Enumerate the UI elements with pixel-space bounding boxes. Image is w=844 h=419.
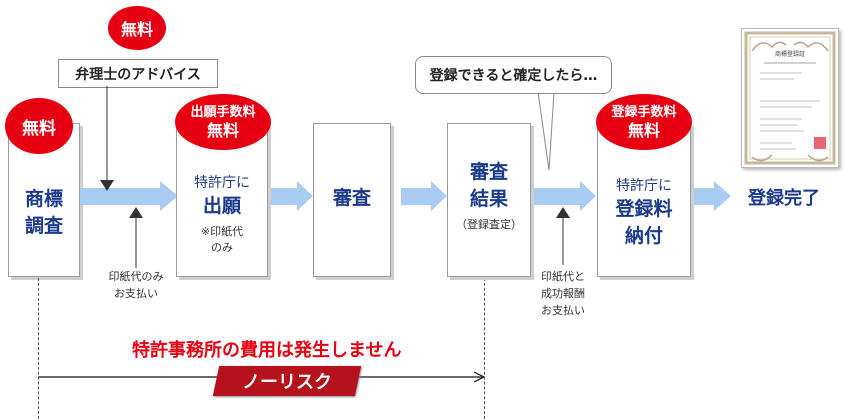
- step-exam-result: 審査 結果 （登録査定）: [447, 123, 531, 277]
- flow-arrow-1: [80, 181, 178, 211]
- speech-bubble-text: 登録できると確定したら…: [429, 68, 598, 84]
- badge-free-search-text: 無料: [22, 118, 56, 139]
- step-filing: 特許庁に 出願 ※印紙代 のみ: [176, 123, 268, 277]
- step-registration-fee-line1: 特許庁に: [616, 178, 672, 194]
- no-risk-tag-text: ノーリスク: [242, 372, 332, 393]
- flow-arrow-2: [267, 181, 313, 211]
- badge-filing-free-text: 無料: [206, 121, 239, 140]
- certificate-illustration: [744, 31, 836, 165]
- badge-filing-fee-text: 出願手数料: [190, 105, 256, 120]
- badge-free-advice: 無料: [108, 6, 166, 50]
- payment-note-stamp-only: 印紙代のみ お支払い: [96, 268, 176, 302]
- advice-label: 弁理士のアドバイス: [75, 66, 201, 83]
- timeline-dashed-left: [38, 278, 39, 419]
- step-examination-label: 審査: [332, 186, 371, 209]
- payment-note-success-fee-line3: お支払い: [541, 304, 585, 317]
- flow-arrow-4: [532, 181, 596, 211]
- badge-registration-fee-text: 登録手数料: [611, 105, 677, 120]
- badge-registration-free-text: 無料: [627, 121, 660, 140]
- badge-registration-fee-free: 登録手数料 無料: [596, 94, 692, 150]
- step-registration-fee-line3: 納付: [624, 225, 663, 247]
- payment-note-success-fee: 印紙代と 成功報酬 お支払い: [528, 268, 598, 319]
- step-exam-result-line1: 審査: [469, 161, 508, 183]
- payment-note-stamp-only-line1: 印紙代のみ: [108, 270, 164, 283]
- no-risk-tag: ノーリスク: [212, 366, 362, 396]
- badge-free-search: 無料: [5, 98, 73, 154]
- step-registration-fee-line2: 登録料: [615, 198, 673, 220]
- payment-note-success-fee-line2: 成功報酬: [541, 287, 585, 300]
- speech-bubble: 登録できると確定したら…: [415, 56, 612, 94]
- registration-complete-label: 登録完了: [748, 188, 820, 209]
- payment-up-arrow-1: [129, 207, 143, 268]
- payment-note-stamp-only-line2: お支払い: [114, 287, 158, 300]
- step-filing-note1: ※印紙代: [200, 224, 244, 238]
- no-office-fee-statement: 特許事務所の費用は発生しません: [132, 340, 402, 361]
- payment-note-success-fee-line1: 印紙代と: [541, 270, 585, 283]
- step-filing-line2: 出願: [202, 194, 241, 217]
- flow-arrow-3: [401, 181, 447, 211]
- payment-up-arrow-2: [556, 207, 570, 265]
- badge-filing-fee-free: 出願手数料 無料: [175, 94, 271, 150]
- step-examination: 審査: [313, 123, 391, 277]
- advice-label-box: 弁理士のアドバイス: [58, 59, 218, 88]
- step-filing-note2: のみ: [211, 240, 233, 254]
- registration-certificate-image: 商標登録証: [741, 28, 839, 168]
- step-exam-result-line2: 結果: [469, 188, 508, 210]
- advice-down-arrow: [100, 86, 114, 191]
- step-exam-result-note: （登録査定）: [456, 218, 522, 231]
- speech-bubble-tail: [537, 91, 555, 171]
- timeline-dashed-right: [484, 278, 485, 419]
- step-trademark-search-line2: 調査: [24, 215, 63, 237]
- step-filing-line1: 特許庁に: [194, 174, 250, 191]
- certificate-title: 商標登録証: [774, 51, 805, 58]
- flow-arrow-5: [692, 181, 731, 211]
- badge-free-advice-text: 無料: [120, 20, 153, 39]
- step-trademark-search-line1: 商標: [24, 188, 63, 210]
